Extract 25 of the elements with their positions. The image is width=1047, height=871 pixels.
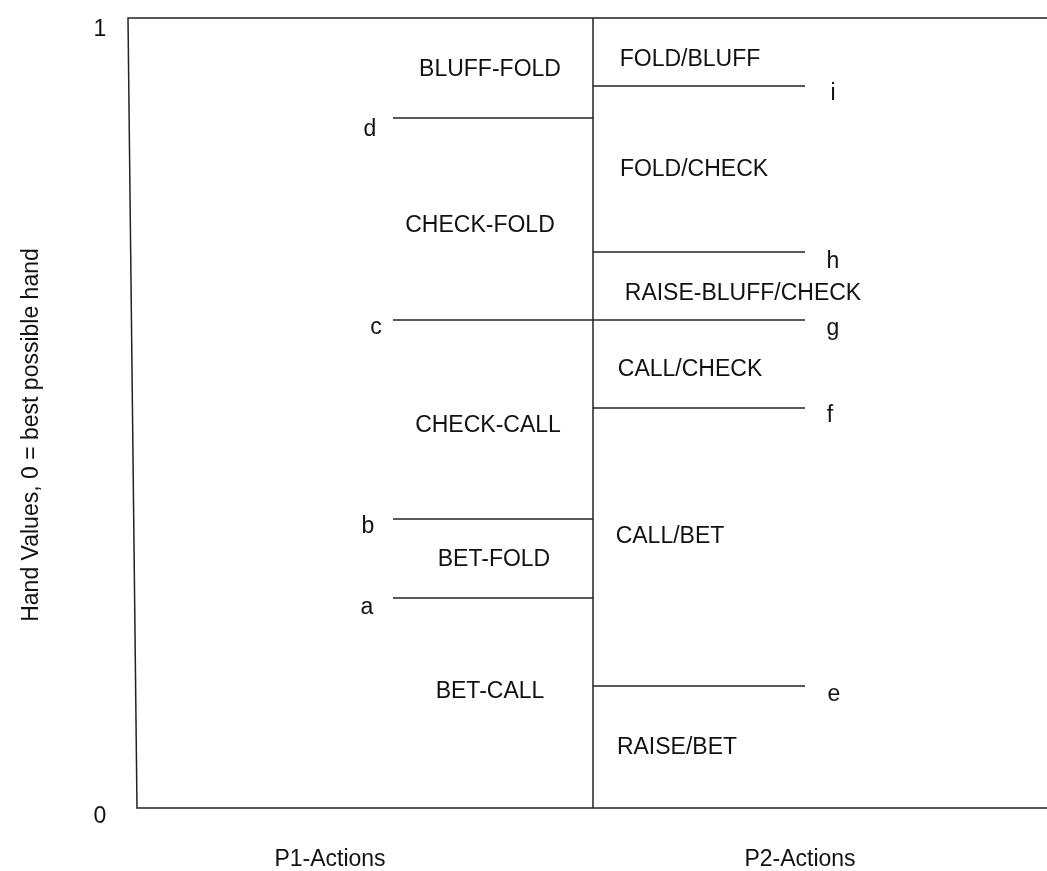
threshold-label: d [363, 116, 377, 140]
region-label: CALL/BET [615, 523, 725, 547]
threshold-label: h [826, 248, 840, 272]
threshold-label: f [826, 402, 834, 426]
region-label: RAISE-BLUFF/CHECK [624, 280, 862, 304]
threshold-label: i [830, 80, 836, 104]
threshold-label: c [370, 314, 382, 338]
threshold-label: g [826, 315, 840, 339]
region-label: FOLD/CHECK [619, 156, 769, 180]
threshold-label: a [360, 594, 374, 618]
region-label: BLUFF-FOLD [419, 56, 561, 80]
threshold-label: b [361, 513, 375, 537]
region-label: BET-FOLD [437, 546, 551, 570]
region-label: BET-CALL [435, 678, 545, 702]
axis-tick-label: 1 [93, 16, 107, 40]
region-label: FOLD/BLUFF [619, 46, 761, 70]
region-label: CHECK-FOLD [405, 212, 555, 236]
region-label: CALL/CHECK [617, 356, 763, 380]
axis-label: Hand Values, 0 = best possible hand [18, 248, 42, 622]
threshold-label: e [827, 681, 841, 705]
region-label: CHECK-CALL [415, 412, 561, 436]
region-label: RAISE/BET [616, 734, 738, 758]
axis-tick-label: 0 [93, 803, 107, 827]
axis-label: P1-Actions [274, 846, 386, 870]
axis-label: P2-Actions [744, 846, 856, 870]
